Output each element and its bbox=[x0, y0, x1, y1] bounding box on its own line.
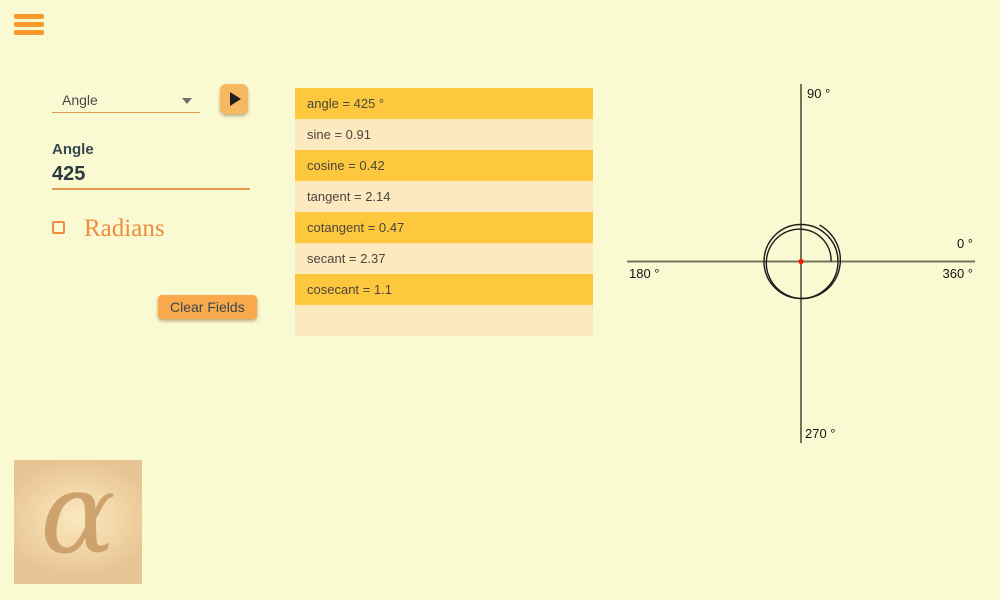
axis-label-90: 90 ° bbox=[807, 86, 830, 101]
alpha-logo: α bbox=[14, 460, 142, 584]
result-row: cotangent = 0.47 bbox=[295, 212, 593, 243]
axis-label-360: 360 ° bbox=[942, 266, 973, 281]
angle-graph: 90 ° 270 ° 0 ° 360 ° 180 ° bbox=[627, 84, 975, 443]
alpha-glyph: α bbox=[40, 460, 116, 580]
result-row: cosecant = 1.1 bbox=[295, 274, 593, 305]
result-row: angle = 425 ° bbox=[295, 88, 593, 119]
hamburger-icon bbox=[14, 30, 44, 35]
radians-label: Radians bbox=[84, 215, 165, 242]
axis-label-0: 0 ° bbox=[957, 236, 973, 251]
result-row: tangent = 2.14 bbox=[295, 181, 593, 212]
hamburger-icon bbox=[14, 22, 44, 27]
result-row: cosine = 0.42 bbox=[295, 150, 593, 181]
axis-label-270: 270 ° bbox=[805, 426, 836, 441]
axis-label-180: 180 ° bbox=[629, 266, 660, 281]
result-row bbox=[295, 305, 593, 336]
result-row: sine = 0.91 bbox=[295, 119, 593, 150]
chevron-down-icon bbox=[182, 98, 192, 104]
mode-select-value: Angle bbox=[62, 92, 98, 108]
hamburger-icon bbox=[14, 14, 44, 19]
origin-dot bbox=[798, 258, 804, 265]
play-icon bbox=[230, 92, 241, 106]
menu-button[interactable] bbox=[14, 14, 44, 35]
radians-checkbox[interactable] bbox=[52, 221, 65, 234]
result-row: secant = 2.37 bbox=[295, 243, 593, 274]
angle-field-label: Angle bbox=[52, 141, 94, 158]
calculate-button[interactable] bbox=[220, 84, 248, 114]
clear-fields-button[interactable]: Clear Fields bbox=[158, 295, 257, 319]
angle-input[interactable] bbox=[52, 160, 250, 190]
angle-spiral bbox=[765, 224, 841, 300]
mode-select[interactable]: Angle bbox=[52, 89, 200, 113]
